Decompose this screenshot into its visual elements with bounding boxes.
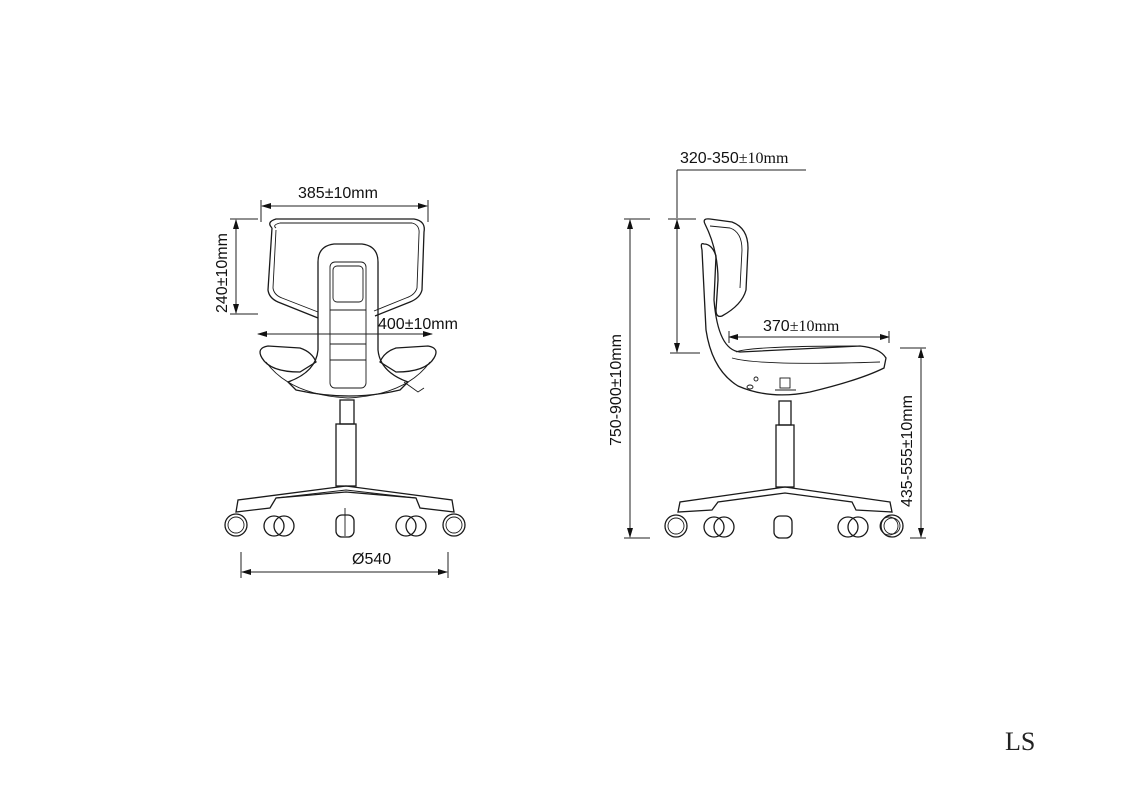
side-base bbox=[677, 486, 893, 513]
side-backrest-height-label: 320-350±10mm bbox=[680, 151, 788, 167]
front-backrest-width-label: 385±10mm bbox=[298, 185, 378, 202]
side-shell bbox=[700, 242, 887, 396]
side-seat-height-label: 435-555±10mm bbox=[899, 395, 916, 507]
front-gas-lift bbox=[335, 399, 357, 487]
side-backrest-height-range: 320-350 bbox=[680, 150, 739, 167]
side-seat-depth-tolerance: ±10mm bbox=[789, 318, 840, 335]
front-base-diameter-label: Ø540 bbox=[352, 551, 392, 568]
front-seat-width-label: 400±10mm bbox=[378, 316, 458, 333]
front-backrest bbox=[267, 218, 425, 319]
front-spine bbox=[286, 243, 410, 397]
side-backrest bbox=[703, 218, 749, 318]
side-backrest-height-tolerance: ±10mm bbox=[738, 150, 789, 167]
side-seat-depth-value: 370 bbox=[763, 318, 790, 335]
side-seat-depth-label: 370±10mm bbox=[763, 319, 839, 335]
front-backrest-height-label: 240±10mm bbox=[214, 233, 231, 313]
front-view bbox=[224, 200, 466, 578]
front-base bbox=[235, 485, 455, 513]
side-overall-height-label: 750-900±10mm bbox=[608, 334, 625, 446]
front-seat bbox=[259, 345, 437, 399]
front-casters bbox=[224, 508, 466, 538]
front-dimensions bbox=[230, 200, 449, 578]
side-gas-lift bbox=[775, 400, 795, 488]
side-casters bbox=[664, 514, 904, 539]
brand-logo: LS bbox=[1005, 727, 1036, 756]
side-dimensions bbox=[624, 169, 926, 539]
side-view bbox=[624, 169, 926, 539]
